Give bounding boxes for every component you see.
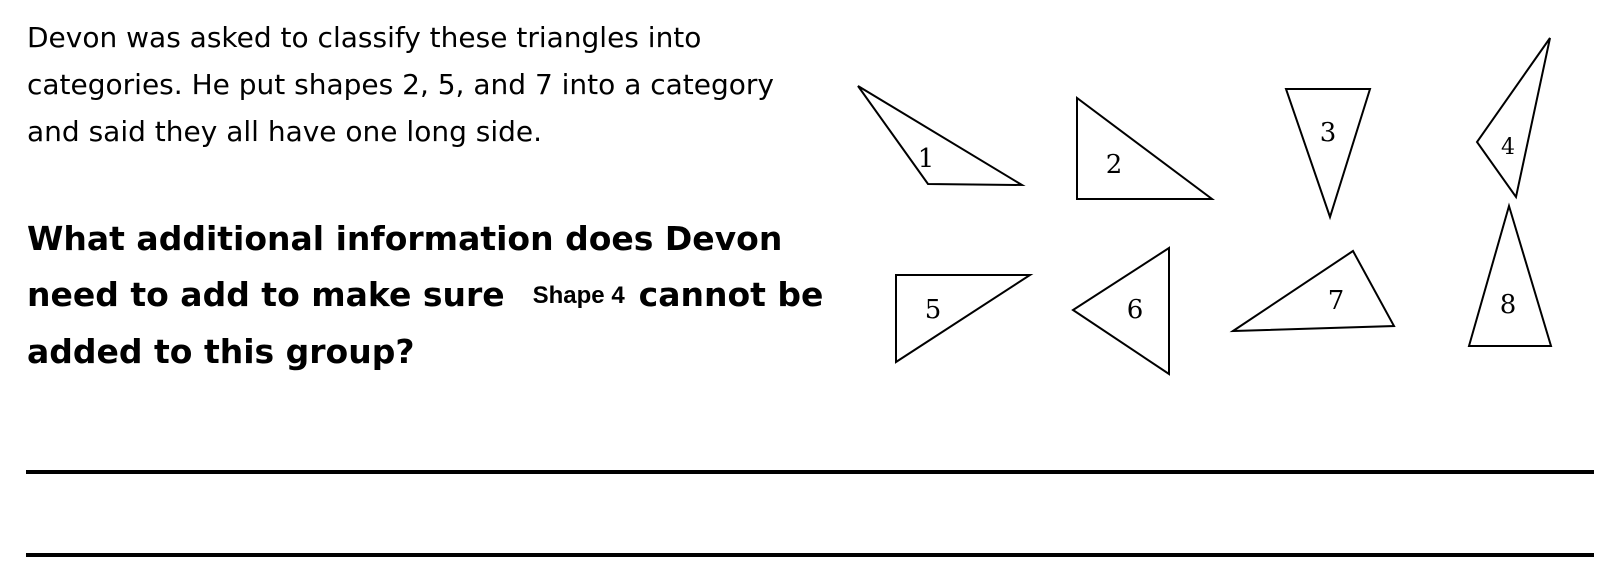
question-line-2-end: cannot be [638,275,824,314]
triangle-8: 8 [1467,202,1553,347]
problem-line-2: categories. He put shapes 2, 5, and 7 in… [27,68,774,101]
question-line-2: need to add to make sure Shape 4 cannot be [27,267,823,324]
triangle-6: 6 [1071,246,1170,376]
triangle-1: 1 [857,85,1026,187]
triangle-7-shape [1229,249,1396,333]
triangle-2-shape [1076,96,1216,200]
triangle-8-label: 8 [1500,290,1517,320]
triangle-2-label: 2 [1106,150,1123,180]
triangle-4: 4 [1475,37,1551,200]
triangle-5-label: 5 [925,295,942,325]
triangle-3-label: 3 [1320,118,1337,148]
question-prompt: What additional information does Devon n… [27,211,823,380]
triangle-7-label: 7 [1328,286,1345,316]
triangle-2: 2 [1076,96,1216,200]
triangle-5-shape [895,274,1034,364]
answer-line-2[interactable] [26,553,1594,557]
triangle-8-shape [1467,202,1553,347]
triangle-5: 5 [895,274,1034,364]
triangle-3-shape [1284,88,1372,221]
question-line-1: What additional information does Devon [27,219,783,258]
triangle-1-label: 1 [918,144,935,174]
triangle-4-shape [1475,37,1551,200]
problem-line-1: Devon was asked to classify these triang… [27,21,702,54]
triangle-1-shape [857,85,1026,187]
answer-line-1[interactable] [26,470,1594,474]
triangle-6-label: 6 [1127,295,1144,325]
triangle-6-shape [1071,246,1170,376]
question-line-2-start: need to add to make sure [27,275,505,314]
triangle-4-label: 4 [1501,135,1515,160]
problem-statement: Devon was asked to classify these triang… [27,14,787,155]
problem-line-3: and said they all have one long side. [27,115,543,148]
shape-label-field[interactable]: Shape 4 [532,282,625,309]
triangle-7: 7 [1229,249,1396,333]
triangle-3: 3 [1284,88,1372,221]
question-line-3: added to this group? [27,332,415,371]
